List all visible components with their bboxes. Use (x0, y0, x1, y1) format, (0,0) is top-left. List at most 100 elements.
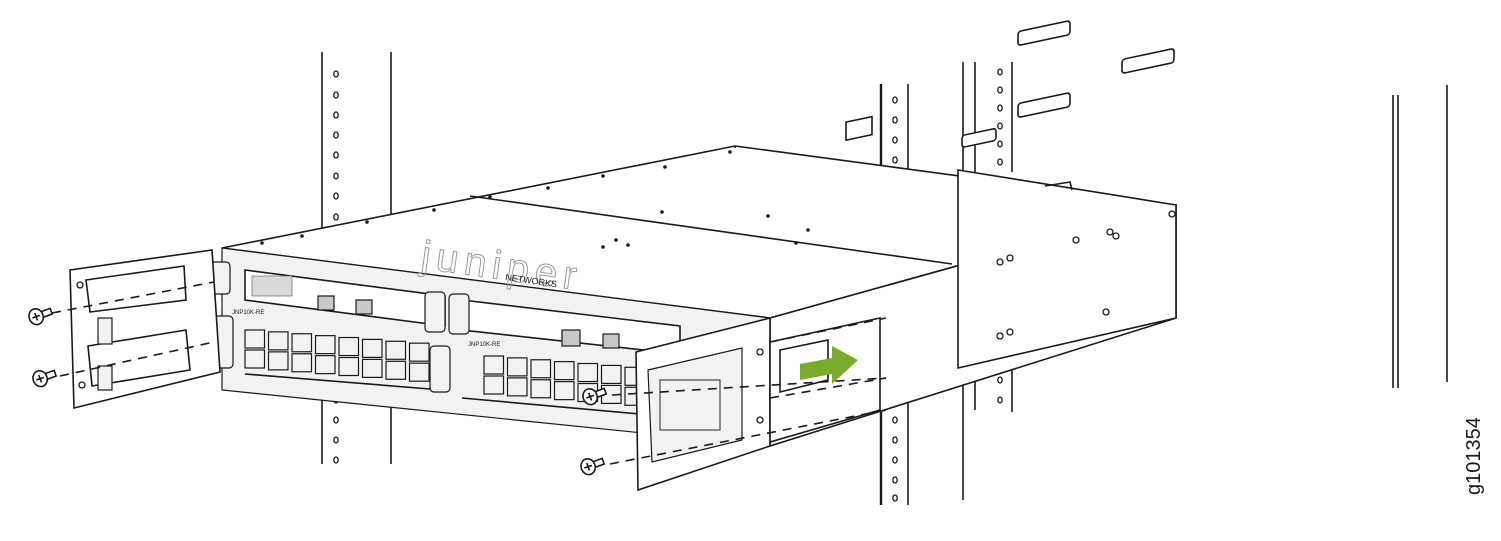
rail-hole (333, 70, 339, 78)
rail-hole (892, 476, 898, 484)
port-upper (244, 329, 266, 349)
port-upper (385, 340, 407, 360)
port-lower (506, 377, 528, 397)
rail-hole (892, 436, 898, 444)
rail-hole (997, 86, 1003, 94)
module-2-label: JNP10K-RE (468, 342, 500, 348)
chassis-screw-dot (614, 238, 618, 242)
port-lower (361, 358, 383, 378)
bracket-hole (1006, 328, 1014, 336)
front-mounting-bracket-left (69, 249, 221, 410)
bracket-slot (1017, 92, 1071, 118)
rail-hole (997, 376, 1003, 384)
chassis-screw-dot (663, 165, 667, 169)
rail-hole (892, 116, 898, 124)
rail-hole (997, 68, 1003, 76)
port-upper (600, 364, 622, 384)
bracket-hole (1072, 236, 1080, 244)
bracket-slot (1121, 48, 1175, 74)
port-upper (408, 342, 430, 362)
port-lower (338, 356, 360, 377)
rail-hole (333, 111, 339, 119)
port-upper (577, 362, 599, 383)
bracket-hole (996, 258, 1004, 266)
screw-icon (580, 457, 606, 476)
rear-bracket-slots (961, 20, 1176, 340)
module-1-label: JNP10K-RE (232, 310, 264, 316)
port-lower (385, 360, 407, 380)
figure-id: g101354 (1463, 417, 1485, 495)
screw-icon (32, 369, 58, 388)
rail-hole (892, 156, 898, 164)
bracket-hole (1112, 232, 1120, 240)
bracket-slot (961, 128, 997, 148)
chassis-screw-dot (546, 186, 550, 190)
rail-hole (997, 104, 1003, 112)
port-upper (483, 355, 505, 375)
port-lower (267, 351, 289, 371)
chassis-screw-dot (601, 174, 605, 178)
chassis-screw-dot (806, 228, 810, 232)
rail-hole (892, 456, 898, 464)
alignment-guides (51, 281, 887, 465)
rail-hole (892, 494, 898, 502)
rail-hole (333, 91, 339, 99)
port-upper (361, 338, 383, 358)
rail-hole (333, 213, 339, 221)
chassis-screw-dot (260, 241, 264, 245)
far-right-rack-rail (1392, 85, 1448, 388)
bracket-hole (1006, 254, 1014, 262)
port-lower (553, 381, 575, 401)
chassis-screw-dot (300, 234, 304, 238)
port-upper (338, 336, 360, 357)
bracket-hole (996, 332, 1004, 340)
screw-icon (28, 307, 54, 326)
front-mounting-bracket-right (635, 316, 771, 492)
chassis-screw-dot (766, 214, 770, 218)
chassis-screw-dot (365, 220, 369, 224)
chassis-screw-dot (794, 241, 798, 245)
chassis-screw-dot (488, 195, 492, 199)
port-upper (291, 333, 313, 353)
side-mount-plate (769, 115, 881, 444)
port-lower (483, 375, 505, 395)
module-handle-center (424, 291, 470, 393)
port-upper (506, 357, 528, 377)
port-upper (553, 361, 575, 381)
rail-hole (892, 136, 898, 144)
port-upper (267, 331, 289, 351)
port-lower (530, 379, 552, 399)
rail-hole (333, 192, 339, 200)
port-lower (291, 353, 313, 373)
chassis-screw-dot (601, 245, 605, 249)
rail-hole (333, 151, 339, 159)
port-lower (408, 362, 430, 382)
port-lower (244, 349, 266, 369)
arrow-right-icon (800, 346, 858, 384)
bracket-hole (1106, 228, 1114, 236)
screw-icon (582, 387, 608, 406)
bracket-hole (1102, 308, 1110, 316)
chassis-screw-dot (626, 243, 630, 247)
rear-rack-rail-right (962, 62, 1013, 500)
rail-hole (997, 122, 1003, 130)
rail-hole (997, 158, 1003, 166)
port-upper (530, 359, 552, 379)
port-lower (314, 355, 336, 375)
bracket-hole (1168, 210, 1176, 218)
rail-hole (333, 456, 339, 464)
rail-hole (997, 396, 1003, 404)
rail-hole (333, 172, 339, 180)
rail-hole (333, 436, 339, 444)
rail-hole (892, 416, 898, 424)
chassis-screw-dot (728, 150, 732, 154)
rail-hole (892, 96, 898, 104)
rail-hole (333, 416, 339, 424)
chassis-screw-dot (660, 210, 664, 214)
port-upper (314, 335, 336, 355)
rail-hole (997, 140, 1003, 148)
rear-rack-rail-left (321, 52, 392, 464)
bracket-slot (1017, 20, 1071, 46)
chassis-screw-dot (432, 208, 436, 212)
